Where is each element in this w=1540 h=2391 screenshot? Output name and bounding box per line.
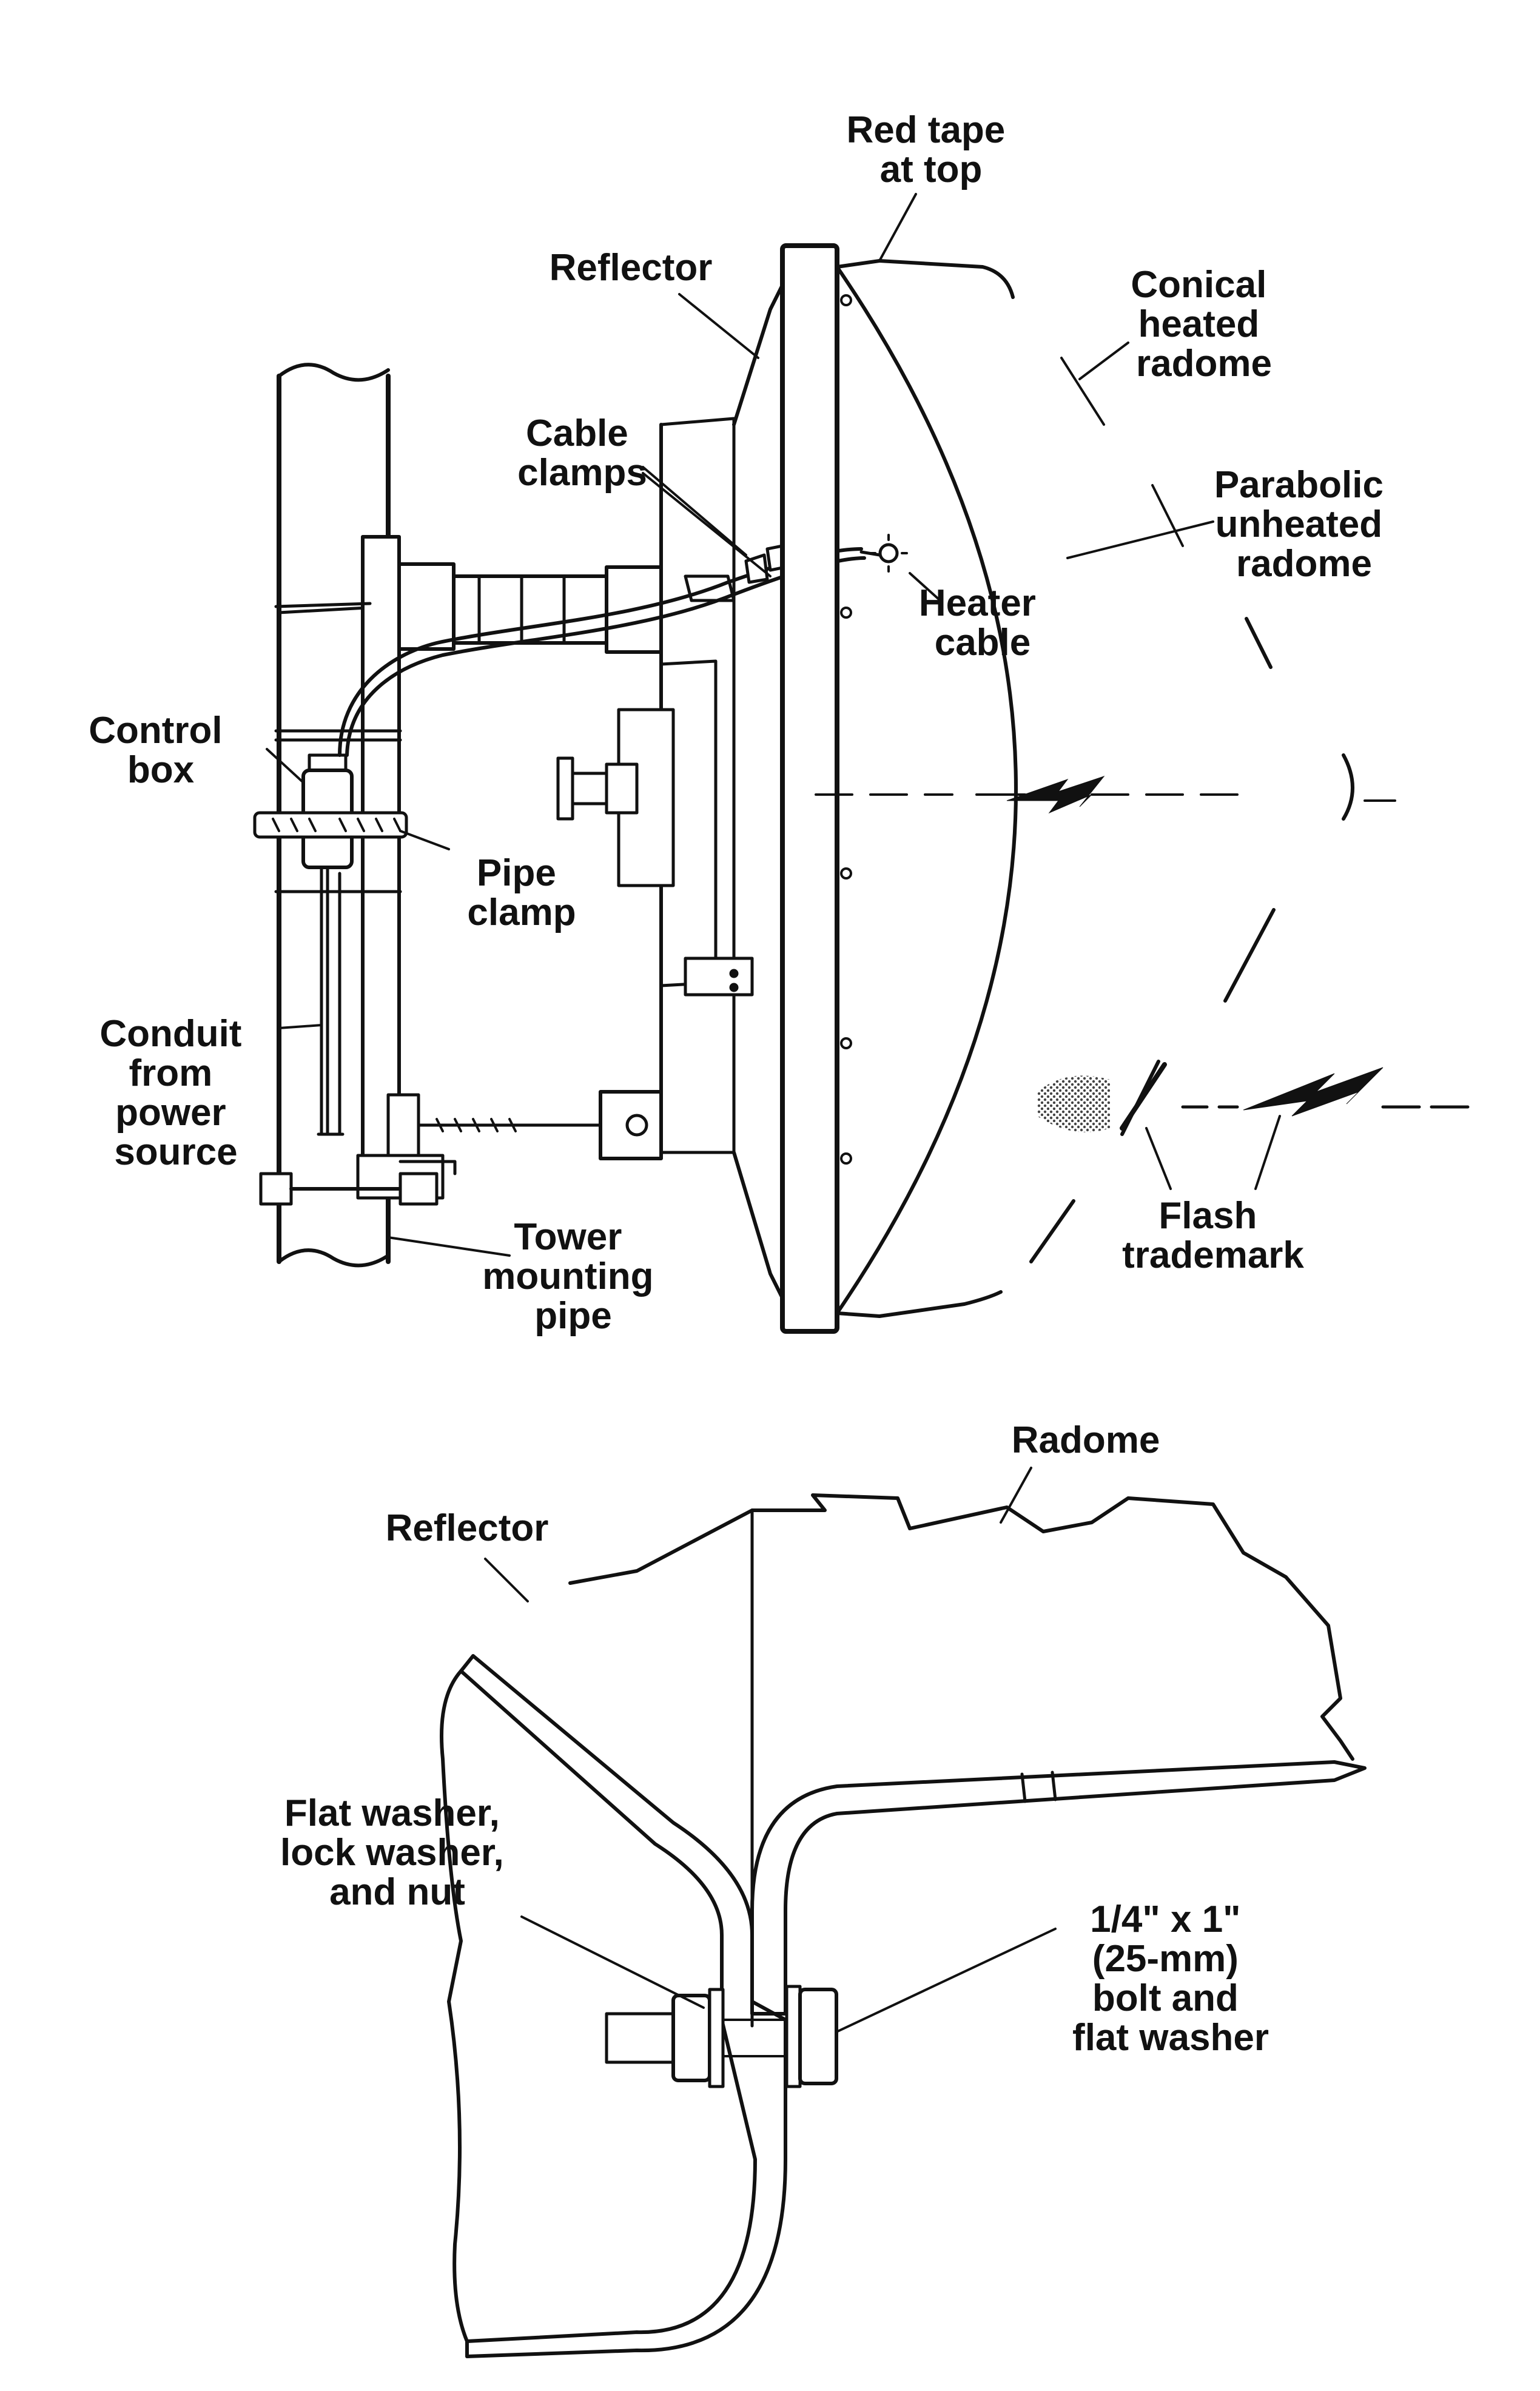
bolt-assembly-drawing — [605, 1985, 838, 2088]
label-tower-mounting-pipe: Tower mounting pipe — [482, 1216, 664, 1337]
flash-trademark-drawing — [1006, 775, 1470, 1132]
label-red-tape: Red tape at top — [846, 109, 1015, 190]
label-conical-radome: Conical heated radome — [1131, 264, 1277, 385]
label-bolt-spec: 1/4" x 1" (25-mm) bolt and flat washer — [1072, 1898, 1269, 2059]
label-parabolic-radome: Parabolic unheated radome — [1214, 464, 1394, 585]
bottom-leader-lines — [484, 1467, 1057, 2033]
top-antenna-figure: Red tape at top Reflector Conical heated… — [89, 109, 1470, 1337]
label-control-box: Control box — [89, 710, 233, 791]
parabolic-radome-drawing — [835, 259, 1018, 1318]
label-washers-nut: Flat washer, lock washer, and nut — [280, 1792, 514, 1913]
label-pipe-clamp: Pipe clamp — [467, 852, 576, 933]
label-conduit: Conduit from power source — [99, 1013, 252, 1173]
reflector-section-drawing — [440, 1508, 787, 2358]
radome-section-drawing — [750, 1493, 1367, 2016]
top-leader-lines — [266, 193, 1281, 1257]
conduit-drawing — [317, 872, 345, 1136]
label-reflector-bottom: Reflector — [386, 1507, 549, 1549]
label-heater-cable: Heater cable — [919, 582, 1046, 664]
label-flash-trademark: Flash trademark — [1122, 1195, 1304, 1276]
mounting-bracket-drawing — [259, 417, 736, 1206]
conical-radome-drawing — [878, 259, 1354, 1318]
bottom-detail-figure: Radome Reflector Flat washer, lock washe… — [280, 1419, 1367, 2358]
center-axis-drawing — [815, 793, 1396, 802]
pipe-clamp-drawing — [253, 811, 408, 839]
label-cable-clamps: Cable clamps — [517, 412, 647, 494]
reflector-drawing — [684, 243, 852, 1334]
label-reflector-top: Reflector — [550, 247, 713, 289]
label-radome: Radome — [1012, 1419, 1160, 1461]
